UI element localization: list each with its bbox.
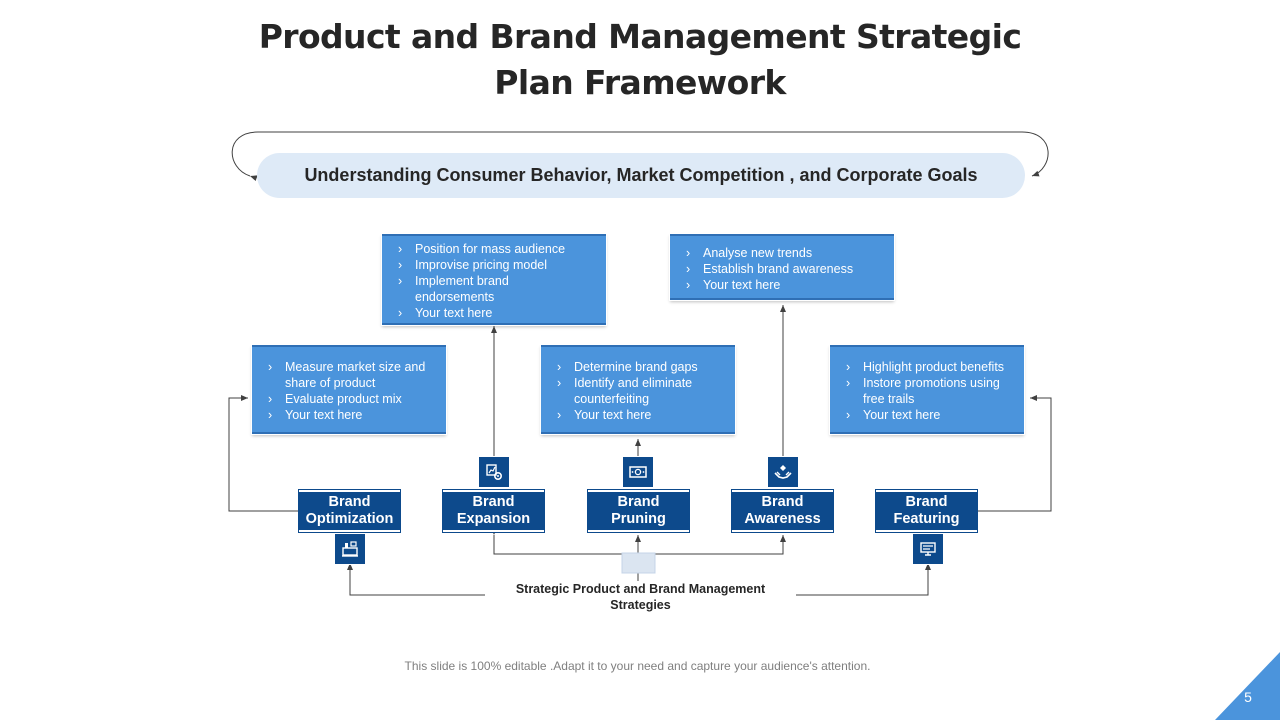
expansion-item: Your text here [398,305,598,321]
label-line: Brand [617,494,660,510]
pruning-item: Identify and eliminate counterfeiting [557,375,729,407]
featuring-details-box: Highlight product benefits Instore promo… [830,345,1024,434]
footer-note: This slide is 100% editable .Adapt it to… [404,659,871,673]
awareness-item: Your text here [686,277,886,293]
pruning-item: Determine brand gaps [557,359,729,375]
optimization-bottom-connector [347,563,485,596]
growth-gear-icon [479,457,509,487]
awareness-item: Establish brand awareness [686,261,886,277]
banner-arc-connector [231,131,1049,182]
optimization-item: Your text here [268,407,440,423]
optimization-item: Evaluate product mix [268,391,440,407]
factory-icon [335,534,365,564]
label-line: Expansion [456,511,531,527]
optimization-side-connector [228,395,298,512]
money-icon [623,457,653,487]
awareness-details-box: Analyse new trends Establish brand aware… [670,234,894,300]
expansion-item: Improvise pricing model [398,257,598,273]
optimization-details-box: Measure market size and share of product… [252,345,446,434]
featuring-side-connector [977,395,1052,512]
page-number: 5 [1244,689,1252,705]
expansion-item: Implement brand endorsements [398,273,598,305]
corner-triangle [1215,652,1280,720]
label-line: Pruning [611,511,666,527]
label-line: Brand [905,494,948,510]
featuring-bottom-connector [796,563,931,596]
awareness-item: Analyse new trends [686,245,886,261]
featuring-item: Instore promotions using free trails [846,375,1018,407]
presentation-icon [913,534,943,564]
label-line: Featuring [893,511,960,527]
slide-title: Product and Brand Management Strategic P… [240,14,1040,106]
featuring-item: Your text here [846,407,1018,423]
label-line: Brand [472,494,515,510]
optimization-item: Measure market size and share of product [268,359,440,391]
title-line-1: Product and Brand Management Strategic [258,17,1022,56]
title-line-2: Plan Framework [494,63,786,102]
label-line: Brand [328,494,371,510]
pruning-item: Your text here [557,407,729,423]
context-banner: Understanding Consumer Behavior, Market … [257,153,1025,198]
expansion-item: Position for mass audience [398,241,598,257]
expansion-details-box: Position for mass audience Improvise pri… [382,234,606,325]
hub-tab [621,552,656,574]
central-strategy-label: Strategic Product and Brand Management S… [515,582,766,612]
label-line: Awareness [744,511,821,527]
pruning-details-box: Determine brand gaps Identify and elimin… [541,345,735,434]
label-line: Optimization [305,511,394,527]
hand-care-icon [768,457,798,487]
featuring-item: Highlight product benefits [846,359,1018,375]
label-line: Brand [761,494,804,510]
